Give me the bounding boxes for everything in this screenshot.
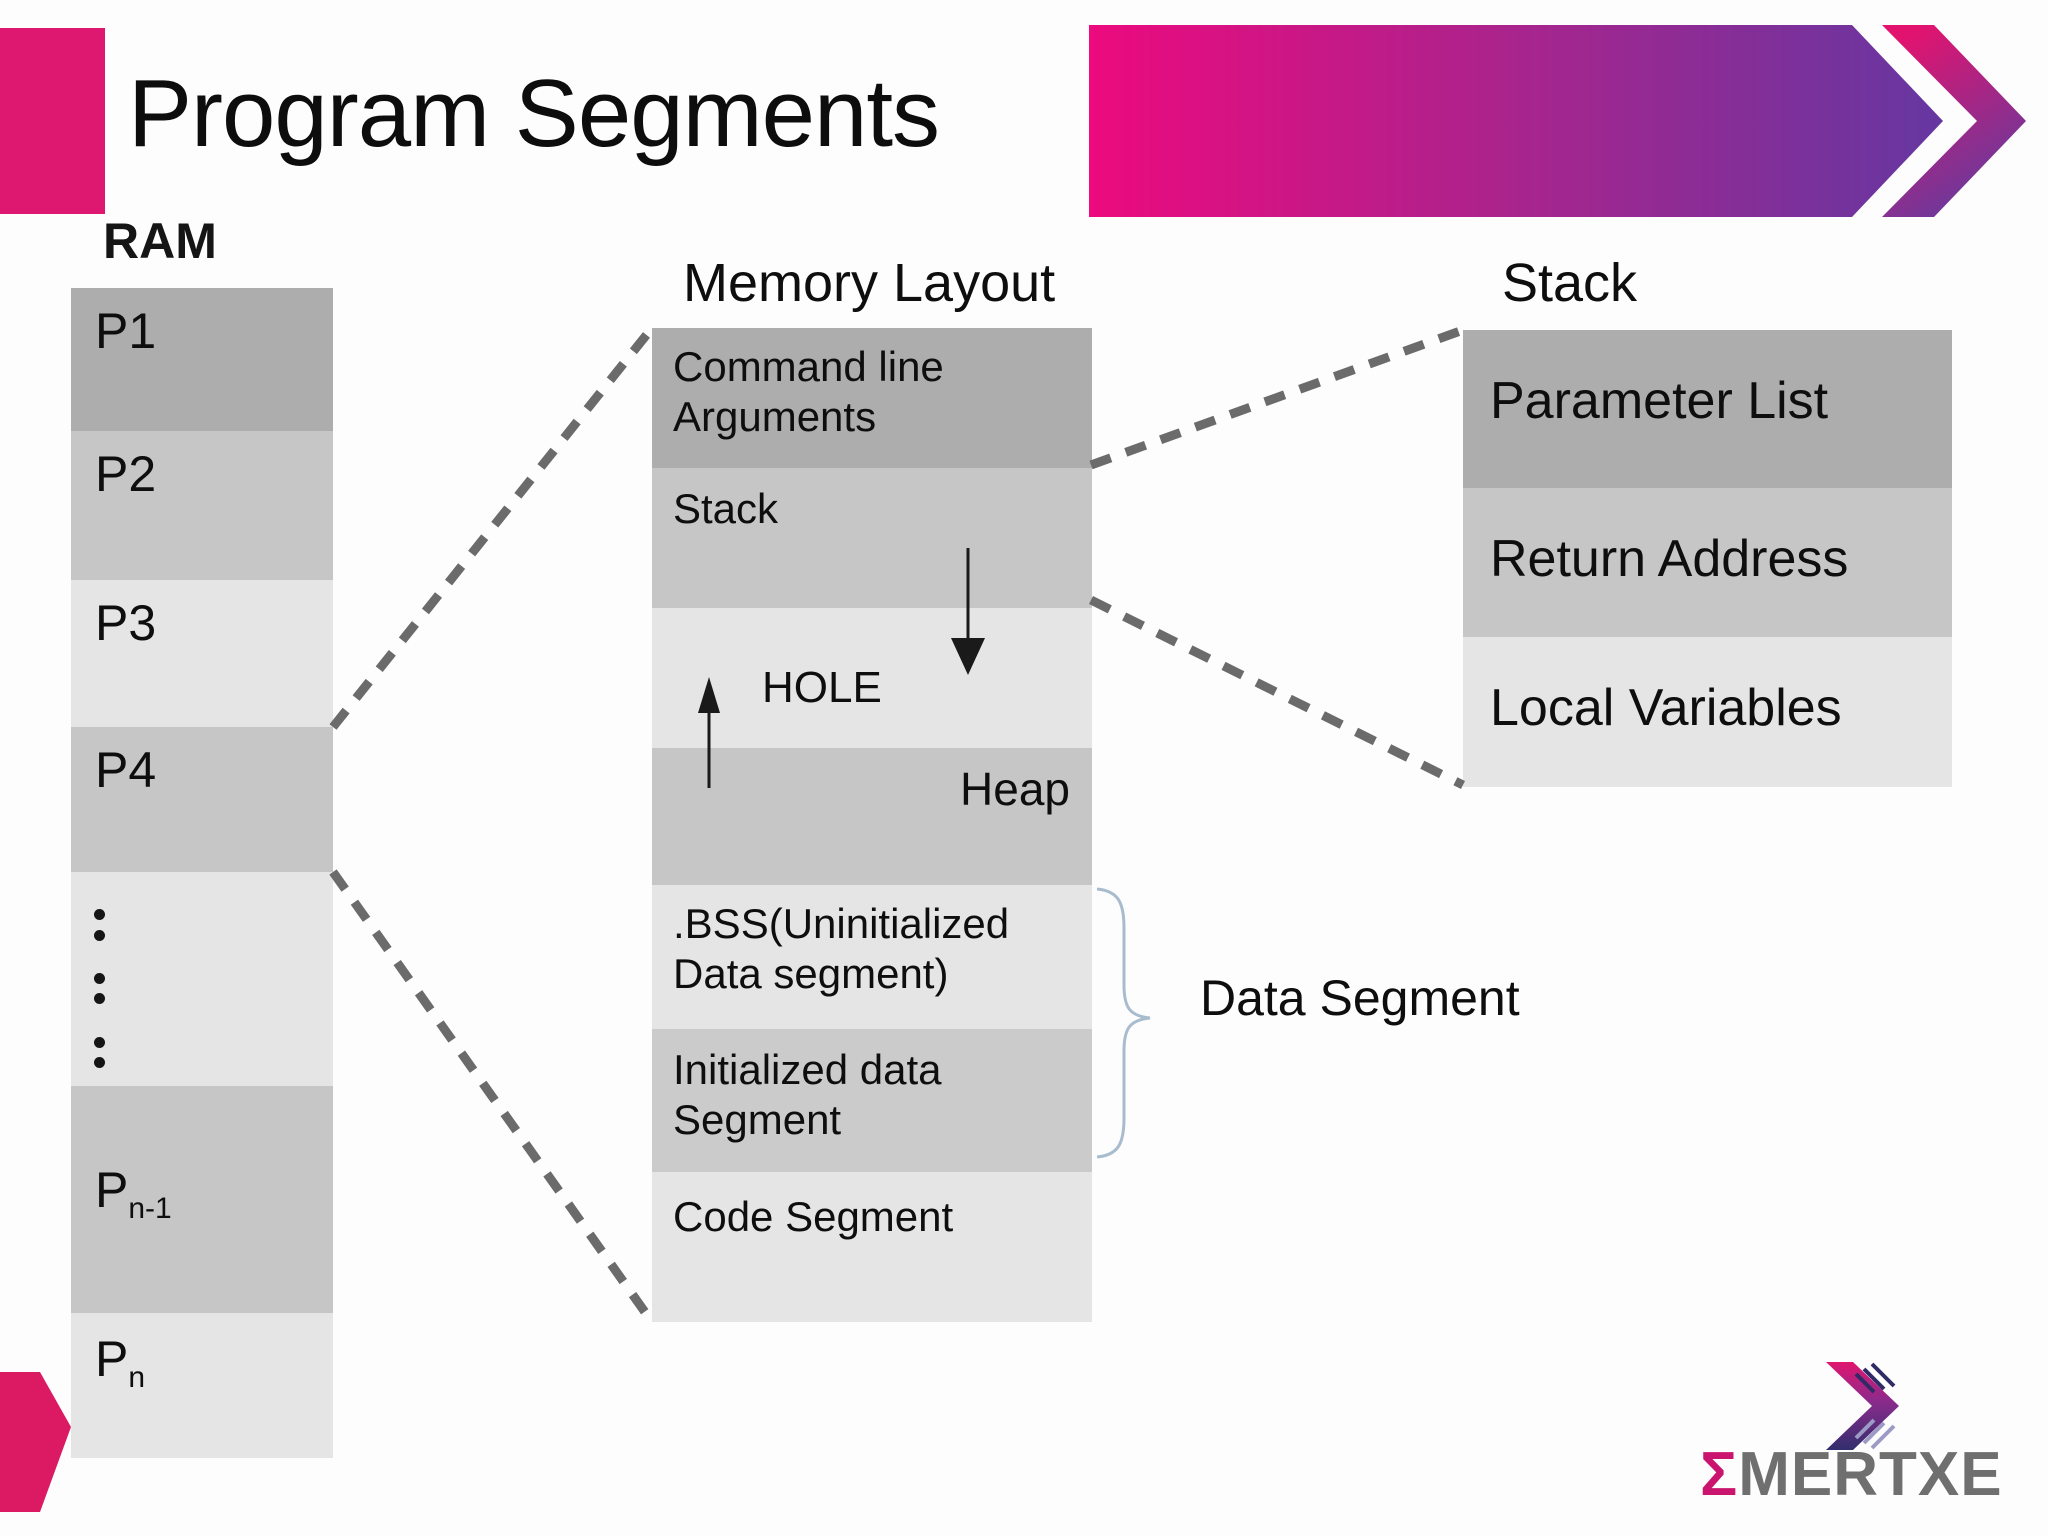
memory-block-heap: Heap <box>652 748 1092 885</box>
ram-block-label: P4 <box>95 742 157 798</box>
ellipsis-dot <box>94 973 105 984</box>
ellipsis-dot <box>94 909 105 920</box>
ram-block-label: P3 <box>95 595 157 651</box>
memory-block-command-line-arguments: Command line Arguments <box>652 328 1092 468</box>
ram-block-label: P2 <box>95 446 157 502</box>
hole-label: HOLE <box>762 663 882 712</box>
ram-block-p1: P1 <box>71 288 333 431</box>
page-title: Program Segments <box>128 60 940 167</box>
ram-block-subscript: n <box>128 1361 146 1394</box>
ram-block-p2: P2 <box>71 431 333 580</box>
logo-wordmark: ΣMERTXE <box>1700 1444 2003 1506</box>
data-segment-label: Data Segment <box>1200 970 1520 1026</box>
ellipsis-dot <box>94 930 105 941</box>
ram-block-p3: P3 <box>71 580 333 727</box>
memory-block-code-segment: Code Segment <box>652 1172 1092 1322</box>
connector-stack-top-dashed-line <box>1089 325 1465 470</box>
memory-block-initialized-data: Initialized data Segment <box>652 1029 1092 1172</box>
stack-row-parameter-list: Parameter List <box>1463 330 1952 488</box>
logo-name: MERTXE <box>1738 1440 2003 1509</box>
title-accent-bar <box>0 28 105 214</box>
corner-pentagon-icon <box>0 1372 71 1512</box>
ram-block-subscript: n-1 <box>128 1192 172 1225</box>
ellipsis-dot <box>94 1057 105 1068</box>
ram-block-label: P1 <box>95 303 157 359</box>
ram-column-header: RAM <box>103 213 217 269</box>
stack-row-return-address: Return Address <box>1463 488 1952 637</box>
logo-chevron-icon <box>1826 1362 1899 1450</box>
memory-block-bss: .BSS(Uninitialized Data segment) <box>652 885 1092 1029</box>
curly-brace-icon <box>1096 887 1151 1159</box>
ram-block-p4: P4 <box>71 727 333 872</box>
ellipsis-dot <box>94 993 105 1004</box>
connector-ram-top-dashed-line <box>329 325 656 730</box>
ellipsis-dot <box>94 1037 105 1048</box>
memory-layout-title: Memory Layout <box>683 253 1056 313</box>
memory-block-stack: Stack <box>652 468 1092 608</box>
logo-sigma-glyph: Σ <box>1700 1440 1739 1509</box>
ram-block-label: P <box>95 1331 129 1387</box>
connector-stack-bottom-dashed-line <box>1088 595 1466 790</box>
banner-chevron-icon <box>1882 25 2026 217</box>
stack-row-local-variables: Local Variables <box>1463 637 1952 787</box>
ram-block-pn: Pn <box>71 1313 333 1458</box>
memory-block-hole <box>652 608 1092 748</box>
ram-block-label: P <box>95 1162 129 1218</box>
banner-ribbon <box>1089 25 1943 217</box>
connector-ram-bottom-dashed-line <box>329 869 656 1325</box>
ram-block-pn-1: Pn-1 <box>71 1086 333 1313</box>
ram-block-ellipsis <box>71 872 333 1086</box>
stack-detail-title: Stack <box>1502 253 1638 313</box>
